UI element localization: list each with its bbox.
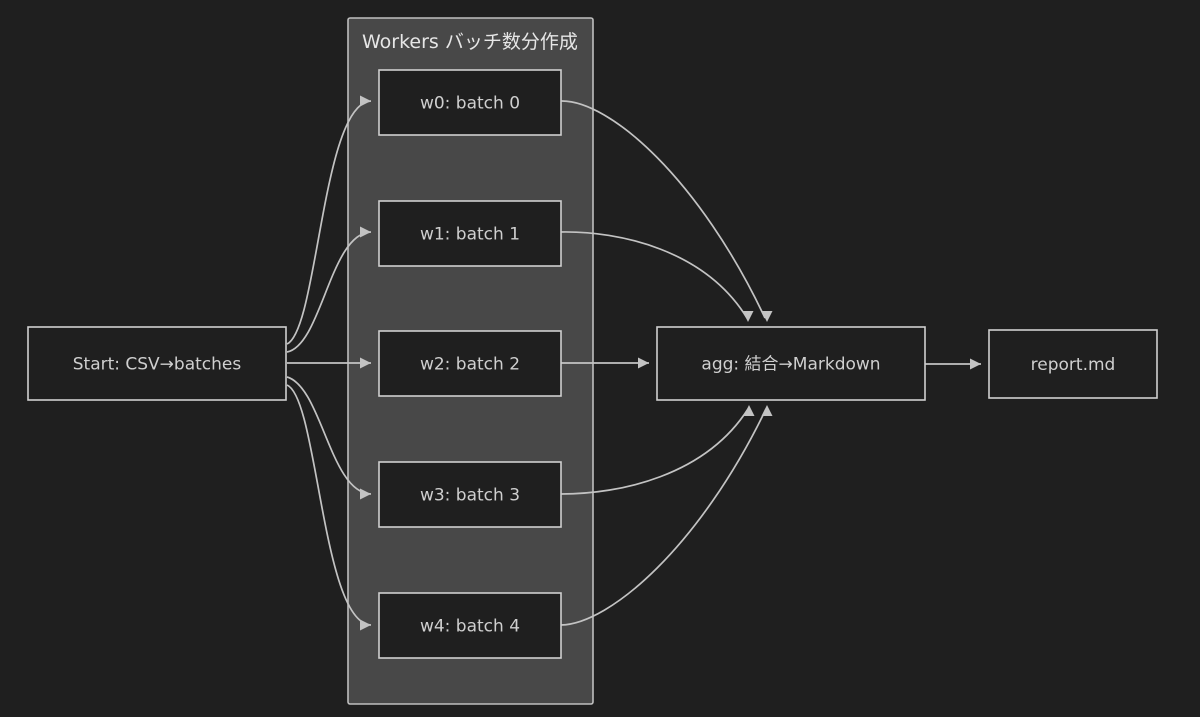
node-w4[interactable]: w4: batch 4 [378,592,562,659]
arrowhead-icon [638,357,649,369]
edge-start-w4 [286,384,372,631]
edge-w1-agg [560,231,754,322]
node-box[interactable] [378,592,562,659]
edge-line [286,376,372,495]
edge-w4-agg [560,405,773,626]
edge-line [560,408,749,495]
node-box[interactable] [378,69,562,136]
edge-line [286,231,372,353]
edge-line [560,100,766,319]
arrowhead-icon [761,311,773,322]
edge-start-w3 [286,376,372,500]
node-w3[interactable]: w3: batch 3 [378,461,562,528]
node-w0[interactable]: w0: batch 0 [378,69,562,136]
node-box[interactable] [378,330,562,397]
subgraph-title: Workers バッチ数分作成 [362,31,578,53]
arrowhead-icon [360,357,371,369]
node-start[interactable]: Start: CSV→batches [27,326,287,401]
arrowhead-icon [360,488,371,500]
arrowhead-icon [360,619,371,631]
node-layer: Start: CSV→batches w0: batch 0 w1: batch 1… [27,69,1158,659]
node-label: Start: CSV→batches [73,355,242,375]
node-report[interactable]: report.md [988,329,1158,399]
node-box[interactable] [27,326,287,401]
node-box[interactable] [378,461,562,528]
edge-line [286,384,372,626]
node-box[interactable] [378,200,562,267]
node-agg[interactable]: agg: 結合→Markdown [656,326,926,401]
edge-layer [286,95,981,631]
edge-agg-report [925,358,981,370]
node-box[interactable] [988,329,1158,399]
arrowhead-icon [360,95,371,107]
node-label: w0: batch 0 [420,94,520,114]
edge-w3-agg [560,405,755,495]
node-label: w2: batch 2 [420,355,520,375]
arrowhead-icon [970,358,981,370]
edge-w2-agg [561,357,649,369]
node-w2[interactable]: w2: batch 2 [378,330,562,397]
arrowhead-icon [761,405,773,416]
node-w1[interactable]: w1: batch 1 [378,200,562,267]
edge-w0-agg [560,100,773,322]
node-label: report.md [1031,355,1116,375]
node-box[interactable] [656,326,926,401]
edge-line [286,100,372,345]
node-label: w1: batch 1 [420,225,520,245]
edge-start-w2 [287,357,371,369]
arrowhead-icon [742,311,754,322]
node-label: w3: batch 3 [420,486,520,506]
edge-start-w0 [286,95,372,345]
arrowhead-icon [743,405,755,416]
edge-start-w1 [286,226,372,353]
arrowhead-icon [360,226,371,238]
edge-line [560,408,767,626]
edge-line [560,231,748,319]
node-label: w4: batch 4 [420,617,520,637]
node-label: agg: 結合→Markdown [701,355,880,375]
